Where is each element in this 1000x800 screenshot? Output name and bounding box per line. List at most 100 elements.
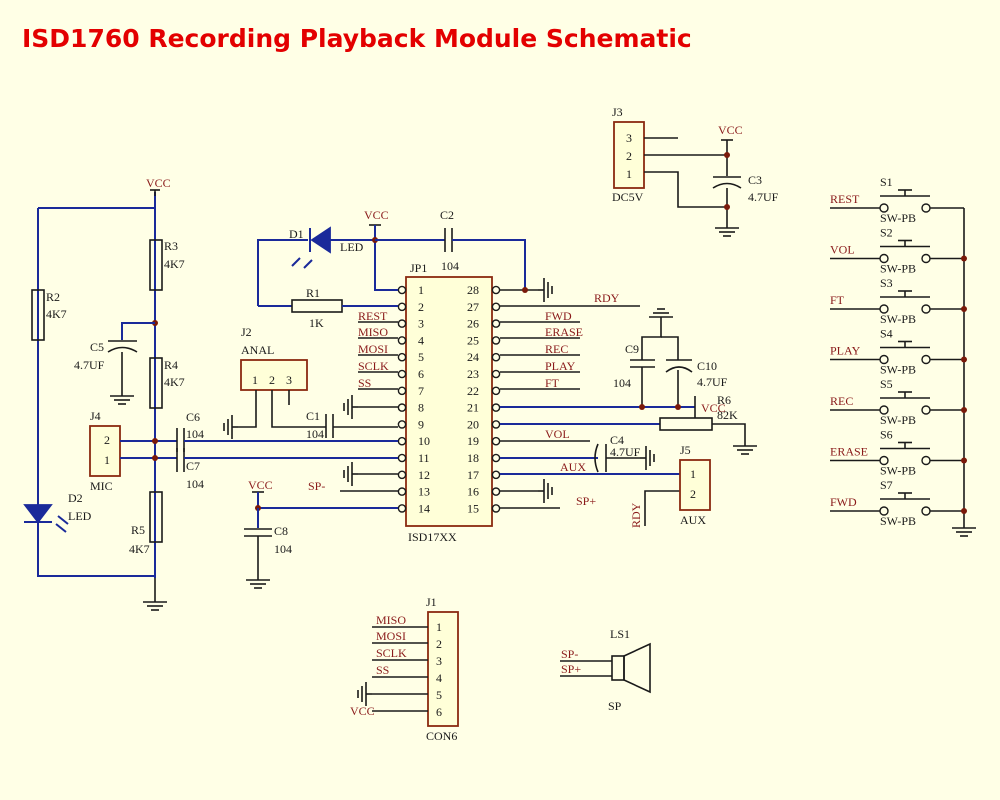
svg-text:82K: 82K xyxy=(717,408,738,422)
j1-pin-number: 4 xyxy=(436,671,442,685)
svg-text:MOSI: MOSI xyxy=(358,342,388,356)
svg-text:SP-: SP- xyxy=(308,479,325,493)
ic-pin-number: 27 xyxy=(467,300,479,314)
resistor-r4 xyxy=(149,357,163,409)
switch-net-label: REC xyxy=(830,394,853,408)
svg-text:ANAL: ANAL xyxy=(241,343,274,357)
ic-pin-number: 14 xyxy=(418,501,430,515)
switch-value: SW-PB xyxy=(880,413,916,427)
ic-pin xyxy=(491,336,501,345)
svg-text:4.7UF: 4.7UF xyxy=(610,445,641,459)
svg-text:J5: J5 xyxy=(680,443,691,457)
ic-pin-number: 11 xyxy=(418,451,430,465)
ic-pin-number: 18 xyxy=(467,451,479,465)
j1-pin-number: 5 xyxy=(436,688,442,702)
svg-text:SP: SP xyxy=(608,699,622,713)
svg-text:R3: R3 xyxy=(164,239,178,253)
ic-pin xyxy=(491,302,501,312)
ic-part-label: ISD17XX xyxy=(408,530,457,544)
svg-text:REC: REC xyxy=(545,342,568,356)
svg-text:LED: LED xyxy=(340,240,364,254)
ic-pin xyxy=(491,403,501,412)
svg-text:104: 104 xyxy=(274,542,292,556)
svg-text:D1: D1 xyxy=(289,227,304,241)
svg-text:R1: R1 xyxy=(306,286,320,300)
svg-text:PLAY: PLAY xyxy=(545,359,576,373)
switch-net-label: ERASE xyxy=(830,445,868,459)
ic-pin-number: 20 xyxy=(467,417,479,431)
resistor-r2 xyxy=(31,289,45,341)
ic-pin xyxy=(397,285,407,295)
ic-pin xyxy=(397,369,407,379)
svg-text:MOSI: MOSI xyxy=(376,629,406,643)
ic-jp1: 1234567891011121314282726252423222120191… xyxy=(397,261,501,544)
ic-pin xyxy=(397,453,407,463)
ic-pin-number: 28 xyxy=(467,283,479,297)
mic-bias-network: VCC R3 4K7 C5 4.7UF R4 4K7 R5 4K7 R2 4K7… xyxy=(23,176,398,611)
svg-text:104: 104 xyxy=(613,376,631,390)
j1-pin-number: 2 xyxy=(436,637,442,651)
resistor-r1 xyxy=(291,299,343,313)
ic-pin-number: 16 xyxy=(467,485,479,499)
svg-text:VCC: VCC xyxy=(350,704,375,718)
svg-text:VCC: VCC xyxy=(364,208,389,222)
ic-pin-number: 26 xyxy=(467,317,479,331)
ic-pin-number: 10 xyxy=(418,434,430,448)
ic-pin-number: 25 xyxy=(467,333,479,347)
svg-text:C7: C7 xyxy=(186,459,200,473)
svg-text:4K7: 4K7 xyxy=(164,257,185,271)
svg-text:SCLK: SCLK xyxy=(376,646,407,660)
switch-ref: S4 xyxy=(880,327,893,341)
ic-pin xyxy=(491,352,501,362)
svg-text:C5: C5 xyxy=(90,340,104,354)
svg-text:R4: R4 xyxy=(164,358,178,372)
svg-text:LED: LED xyxy=(68,509,92,523)
switch-ref: S5 xyxy=(880,377,893,391)
ic-pin-number: 7 xyxy=(418,384,424,398)
svg-text:SS: SS xyxy=(376,663,389,677)
svg-text:VCC: VCC xyxy=(248,478,273,492)
ic-pin xyxy=(397,436,407,446)
ic-pin xyxy=(491,420,501,429)
ic-ref-label: JP1 xyxy=(410,261,427,275)
svg-text:2: 2 xyxy=(269,373,275,387)
svg-text:CON6: CON6 xyxy=(426,729,457,743)
svg-text:D2: D2 xyxy=(68,491,83,505)
svg-text:2: 2 xyxy=(690,487,696,501)
svg-text:MISO: MISO xyxy=(358,325,388,339)
svg-text:VCC: VCC xyxy=(701,401,726,415)
svg-text:RDY: RDY xyxy=(629,502,643,528)
led-d2 xyxy=(23,504,69,533)
svg-text:SCLK: SCLK xyxy=(358,359,389,373)
switch-value: SW-PB xyxy=(880,262,916,276)
ic-pin-number: 3 xyxy=(418,317,424,331)
j1-pin-number: 6 xyxy=(436,705,442,719)
svg-text:2: 2 xyxy=(626,149,632,163)
svg-text:J3: J3 xyxy=(612,105,623,119)
svg-text:DC5V: DC5V xyxy=(612,190,644,204)
svg-text:VOL: VOL xyxy=(545,427,570,441)
switch-ref: S6 xyxy=(880,428,893,442)
switch-net-label: VOL xyxy=(830,243,855,257)
page-title: ISD1760 Recording Playback Module Schema… xyxy=(22,24,692,53)
svg-text:SP+: SP+ xyxy=(576,494,596,508)
svg-text:RDY: RDY xyxy=(594,291,620,305)
ic-pin xyxy=(397,403,407,412)
svg-text:4.7UF: 4.7UF xyxy=(697,375,728,389)
ic-pin xyxy=(397,352,407,362)
ic-pin xyxy=(491,285,501,295)
ic-pin xyxy=(397,302,407,312)
svg-text:FT: FT xyxy=(545,376,560,390)
svg-text:C8: C8 xyxy=(274,524,288,538)
ic-pin-number: 12 xyxy=(418,468,430,482)
svg-text:AUX: AUX xyxy=(680,513,706,527)
resistor-r5 xyxy=(149,491,163,543)
resistor-r3 xyxy=(149,239,163,291)
svg-text:C9: C9 xyxy=(625,342,639,356)
